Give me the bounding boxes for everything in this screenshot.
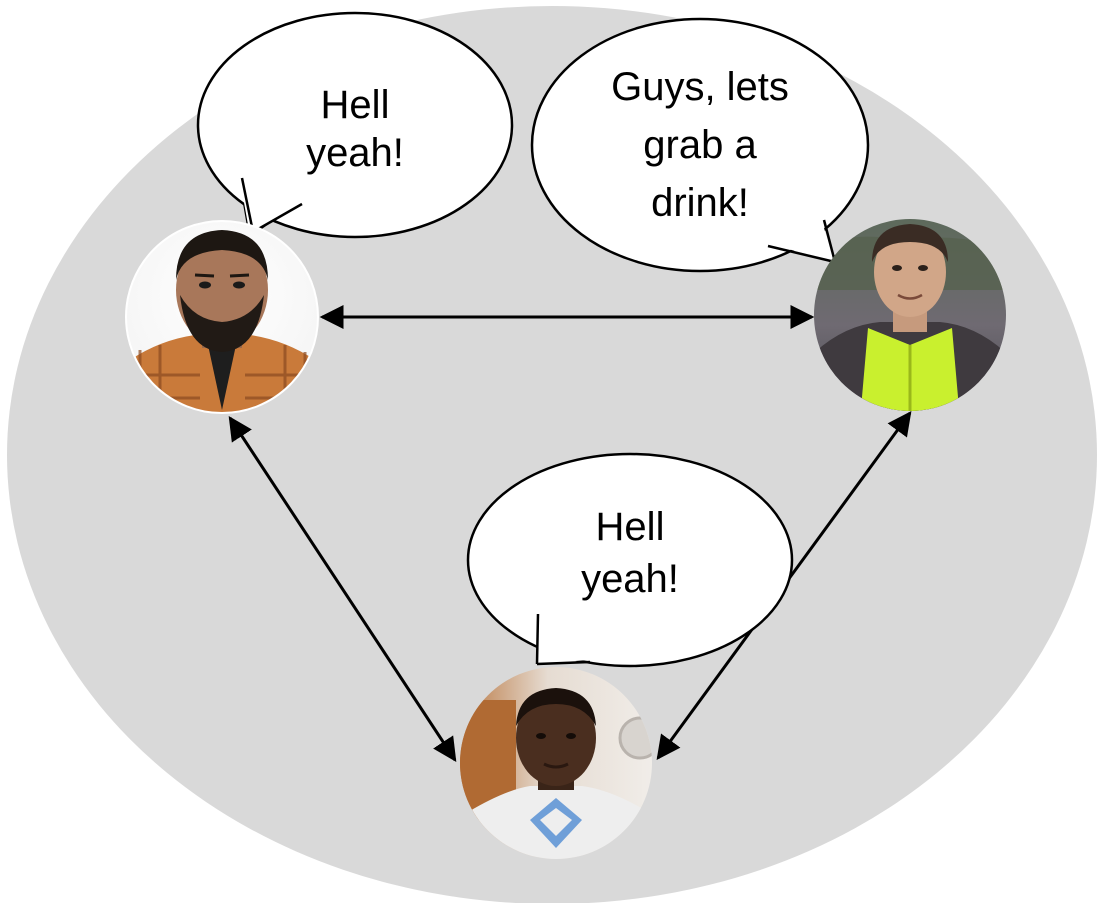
speech-bubble-left: Hell yeah! <box>196 11 514 239</box>
bubble-right-line-3: drink! <box>651 181 749 225</box>
bubble-bottom-line-2: yeah! <box>581 557 679 601</box>
bubble-left-line-2: yeah! <box>306 131 404 175</box>
person-photo-icon <box>460 667 652 859</box>
person-photo-icon <box>814 219 1006 411</box>
speech-bubble-bottom: Hell yeah! <box>466 452 794 668</box>
link-left-bottom <box>228 415 457 763</box>
bubble-bottom-line-1: Hell <box>596 505 665 549</box>
bubble-right-line-2: grab a <box>643 123 757 167</box>
bubble-left-line-1: Hell <box>321 83 390 127</box>
bubble-right-line-1: Guys, lets <box>611 65 789 109</box>
speech-bubble-right: Guys, lets grab a drink! <box>530 17 870 273</box>
